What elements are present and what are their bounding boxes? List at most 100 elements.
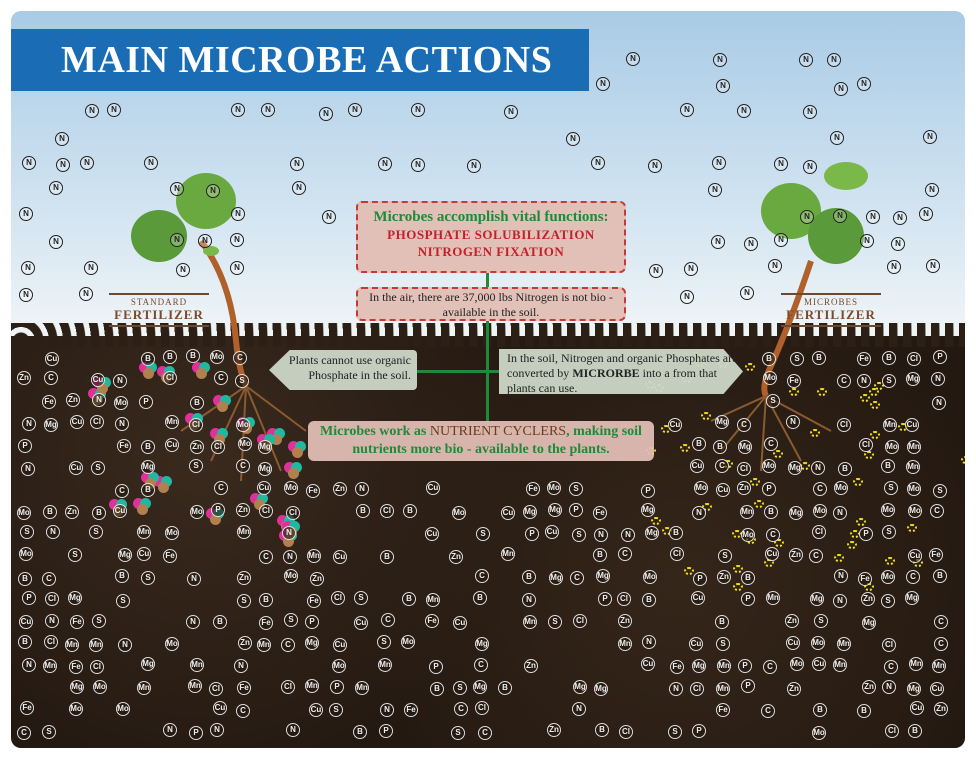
soil-nutrient-particle: Mg (788, 461, 802, 475)
fertilizer-granule (109, 498, 121, 510)
soil-nutrient-particle: N (115, 417, 129, 431)
soil-nutrient-particle: Zn (449, 550, 463, 564)
soil-nutrient-particle: Mo (401, 635, 415, 649)
nitrogen-particle: N (49, 181, 63, 195)
nitrogen-particle: N (866, 210, 880, 224)
soil-nutrient-particle: B (741, 571, 755, 585)
soil-nutrient-particle: Mo (210, 350, 224, 364)
soil-nutrient-particle: Mo (643, 570, 657, 584)
soil-nutrient-particle: B (473, 591, 487, 605)
soil-nutrient-particle: Cu (765, 547, 779, 561)
soil-nutrient-particle: Mo (763, 371, 777, 385)
nitrogen-particle: N (737, 104, 751, 118)
fertilizer-granule (160, 476, 172, 488)
soil-nutrient-particle: Cl (286, 506, 300, 520)
soil-nutrient-particle: P (738, 659, 752, 673)
soil-nutrient-particle: Mo (881, 503, 895, 517)
soil-nutrient-particle: Mg (141, 657, 155, 671)
soil-nutrient-particle: Fe (69, 660, 83, 674)
soil-nutrient-particle: P (189, 726, 203, 740)
soil-nutrient-particle: C (809, 549, 823, 563)
soil-nutrient-particle: Fe (425, 614, 439, 628)
microbe-icon (701, 411, 712, 420)
soil-nutrient-particle: P (569, 503, 583, 517)
soil-nutrient-particle: Cl (617, 592, 631, 606)
soil-nutrient-particle: Cl (859, 438, 873, 452)
soil-nutrient-particle: N (234, 659, 248, 673)
soil-nutrient-particle: Mn (883, 418, 897, 432)
soil-nutrient-particle: N (833, 594, 847, 608)
fertilizer-granule (253, 498, 265, 510)
soil-nutrient-particle: B (115, 569, 129, 583)
soil-nutrient-particle: Mg (549, 571, 563, 585)
nitrogen-particle: N (411, 103, 425, 117)
microbe-icon (870, 431, 881, 440)
soil-nutrient-particle: P (525, 527, 539, 541)
soil-nutrient-particle: P (933, 350, 947, 364)
soil-nutrient-particle: Mo (114, 396, 128, 410)
microbe-icon (868, 387, 879, 396)
soil-nutrient-particle: C (761, 704, 775, 718)
soil-nutrient-particle: Mo (236, 418, 250, 432)
soil-nutrient-particle: Cu (333, 638, 347, 652)
soil-nutrient-particle: C (906, 570, 920, 584)
fertilizer-granule (153, 476, 165, 488)
soil-nutrient-particle: N (572, 702, 586, 716)
fertilizer-granule (216, 400, 228, 412)
soil-nutrient-particle: C (474, 658, 488, 672)
soil-nutrient-particle: Cl (475, 701, 489, 715)
soil-nutrient-particle: Fe (42, 395, 56, 409)
microbe-icon (745, 362, 756, 371)
soil-nutrient-particle: Zn (310, 572, 324, 586)
soil-nutrient-particle: Cl (885, 724, 899, 738)
fertilizer-granule (209, 428, 221, 440)
fertilizer-granule (219, 394, 231, 406)
soil-nutrient-particle: N (283, 550, 297, 564)
soil-nutrient-particle: Mg (573, 680, 587, 694)
soil-nutrient-particle: Mg (594, 682, 608, 696)
soil-nutrient-particle: Cl (907, 352, 921, 366)
fertilizer-granule (156, 365, 168, 377)
soil-nutrient-particle: Cu (691, 591, 705, 605)
nitrogen-particle: N (857, 77, 871, 91)
soil-nutrient-particle: B (141, 352, 155, 366)
soil-nutrient-particle: Cu (545, 525, 559, 539)
soil-nutrient-particle: Zn (524, 659, 538, 673)
soil-nutrient-particle: B (163, 350, 177, 364)
microbe-icon (733, 582, 744, 591)
nitrogen-particle: N (56, 158, 70, 172)
soil-nutrient-particle: P (762, 482, 776, 496)
soil-nutrient-particle: Cu (930, 682, 944, 696)
soil-nutrient-particle: C (766, 528, 780, 542)
soil-nutrient-particle: P (741, 592, 755, 606)
soil-nutrient-particle: Fe (787, 374, 801, 388)
soil-nutrient-particle: Cl (163, 371, 177, 385)
soil-nutrient-particle: B (18, 635, 32, 649)
right-plant (710, 162, 868, 471)
nitrogen-particle: N (711, 235, 725, 249)
soil-nutrient-particle: Cl (690, 682, 704, 696)
soil-nutrient-particle: Mg (305, 636, 319, 650)
soil-nutrient-particle: P (330, 680, 344, 694)
soil-nutrient-particle: Fe (20, 701, 34, 715)
soil-nutrient-particle: B (141, 483, 155, 497)
nitrogen-particle: N (712, 156, 726, 170)
fertilizer-granule (138, 362, 150, 374)
fertilizer-granule (283, 536, 295, 548)
nitrogen-particle: N (830, 131, 844, 145)
soil-nutrient-particle: S (884, 481, 898, 495)
microbe-icon (907, 524, 918, 533)
nitrogen-particle: N (22, 156, 36, 170)
soil-nutrient-particle: Mo (332, 659, 346, 673)
soil-nutrient-particle: Cl (812, 525, 826, 539)
microbe-icon (856, 517, 867, 526)
soil-nutrient-particle: Mg (44, 418, 58, 432)
soil-nutrient-particle: Mg (906, 372, 920, 386)
soil-nutrient-particle: Cu (70, 415, 84, 429)
soil-nutrient-particle: Mo (811, 636, 825, 650)
soil-nutrient-particle: Zn (66, 393, 80, 407)
soil-nutrient-particle: Cl (573, 614, 587, 628)
soil-nutrient-particle: N (931, 372, 945, 386)
soil-nutrient-particle: Fe (526, 482, 540, 496)
fertilizer-granule (287, 441, 299, 453)
